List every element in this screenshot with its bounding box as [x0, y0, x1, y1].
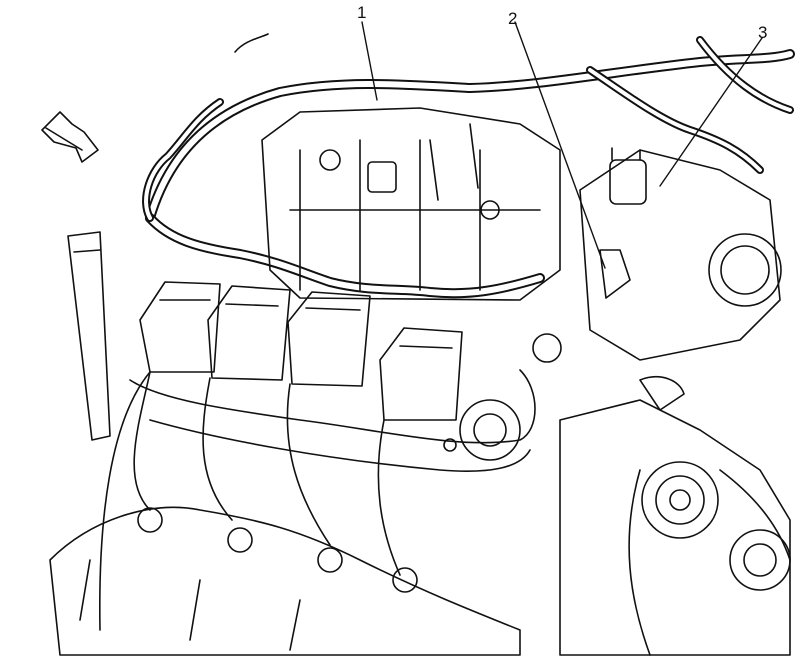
intake-manifold — [261, 107, 562, 363]
throttle-body — [579, 147, 782, 361]
valve-cover — [129, 369, 536, 472]
callout-leaders — [361, 21, 763, 269]
front-direction-arrow-icon — [41, 111, 99, 163]
pulley-assembly — [559, 376, 791, 656]
leader-3 — [659, 37, 763, 187]
leader-1 — [361, 21, 378, 101]
ignition-coils — [139, 281, 463, 421]
callout-1: 1 — [357, 3, 366, 22]
left-bracket — [67, 231, 111, 441]
wiring-harness — [142, 33, 795, 299]
exhaust-manifold — [49, 506, 521, 656]
callout-2: 2 — [508, 9, 517, 28]
callout-3: 3 — [758, 23, 767, 42]
spark-plug-wires — [98, 371, 401, 631]
leader-2 — [514, 21, 606, 269]
